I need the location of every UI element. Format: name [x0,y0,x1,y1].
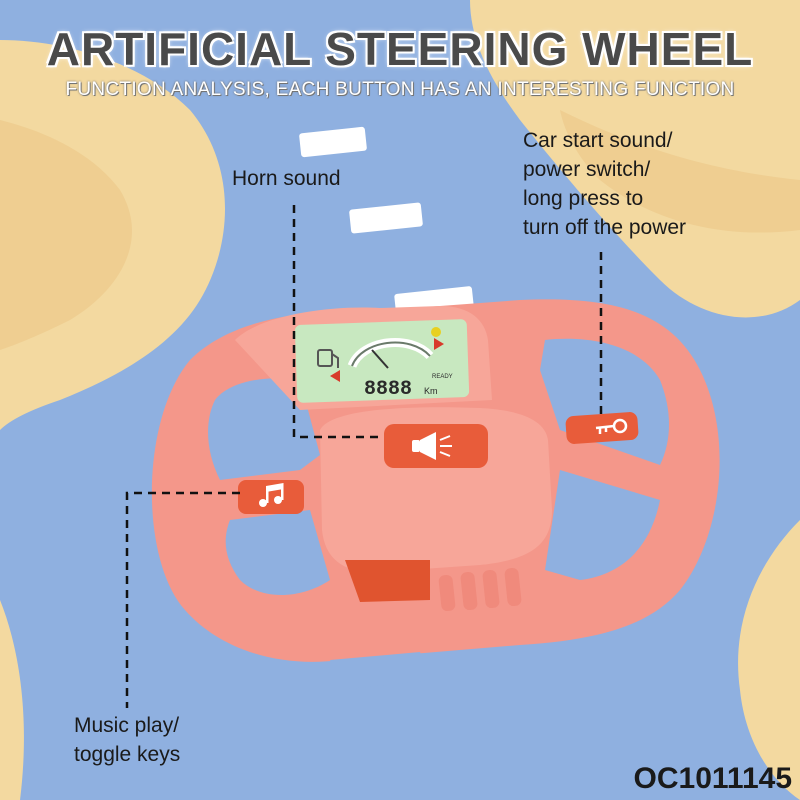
fuel-icon [317,349,339,368]
callout-start-power: Car start sound/ power switch/ long pres… [523,129,687,239]
wheel-hub [320,407,552,573]
callout-music-toggle: Music play/ toggle keys [74,714,181,766]
wheel-gap [330,652,430,690]
sand-shade-right [560,110,800,233]
lane-mark [299,126,367,158]
display-digits: 8888 [364,378,412,401]
callout-horn-sound: Horn sound [232,167,341,190]
horn-button[interactable] [384,424,488,468]
display-ready-label: READY [432,374,453,380]
page-subtitle: FUNCTION ANALYSIS, EACH BUTTON HAS AN IN… [65,79,735,100]
music-note-icon [259,483,284,507]
right-indicator-icon [434,338,444,350]
steering-column [345,560,430,602]
horn-leader-line [292,205,384,439]
speedometer-needle [371,349,389,369]
grip-ridges [438,567,522,612]
display-unit: Km [424,386,438,396]
sand-island-bottom-left [0,600,24,800]
headlight-icon [431,327,441,337]
start-power-button[interactable] [565,412,639,445]
left-indicator-icon [330,370,340,382]
steering-wheel: 8888 Km READY [151,299,720,690]
key-icon [595,418,628,434]
lane-mark [349,202,423,234]
page-title: ARTIFICIAL STEERING WHEEL [46,23,754,75]
wheel-opening-bottom-left [225,510,330,595]
wheel-opening-bottom-right [545,470,660,580]
horn-icon [412,432,452,460]
music-button[interactable] [238,480,304,514]
sand-shade-left [0,120,132,350]
product-code: OC1011145 [633,762,792,795]
sand-island-bottom-right [738,520,800,800]
music-leader-line [125,491,240,708]
wheel-opening-left [208,378,320,480]
